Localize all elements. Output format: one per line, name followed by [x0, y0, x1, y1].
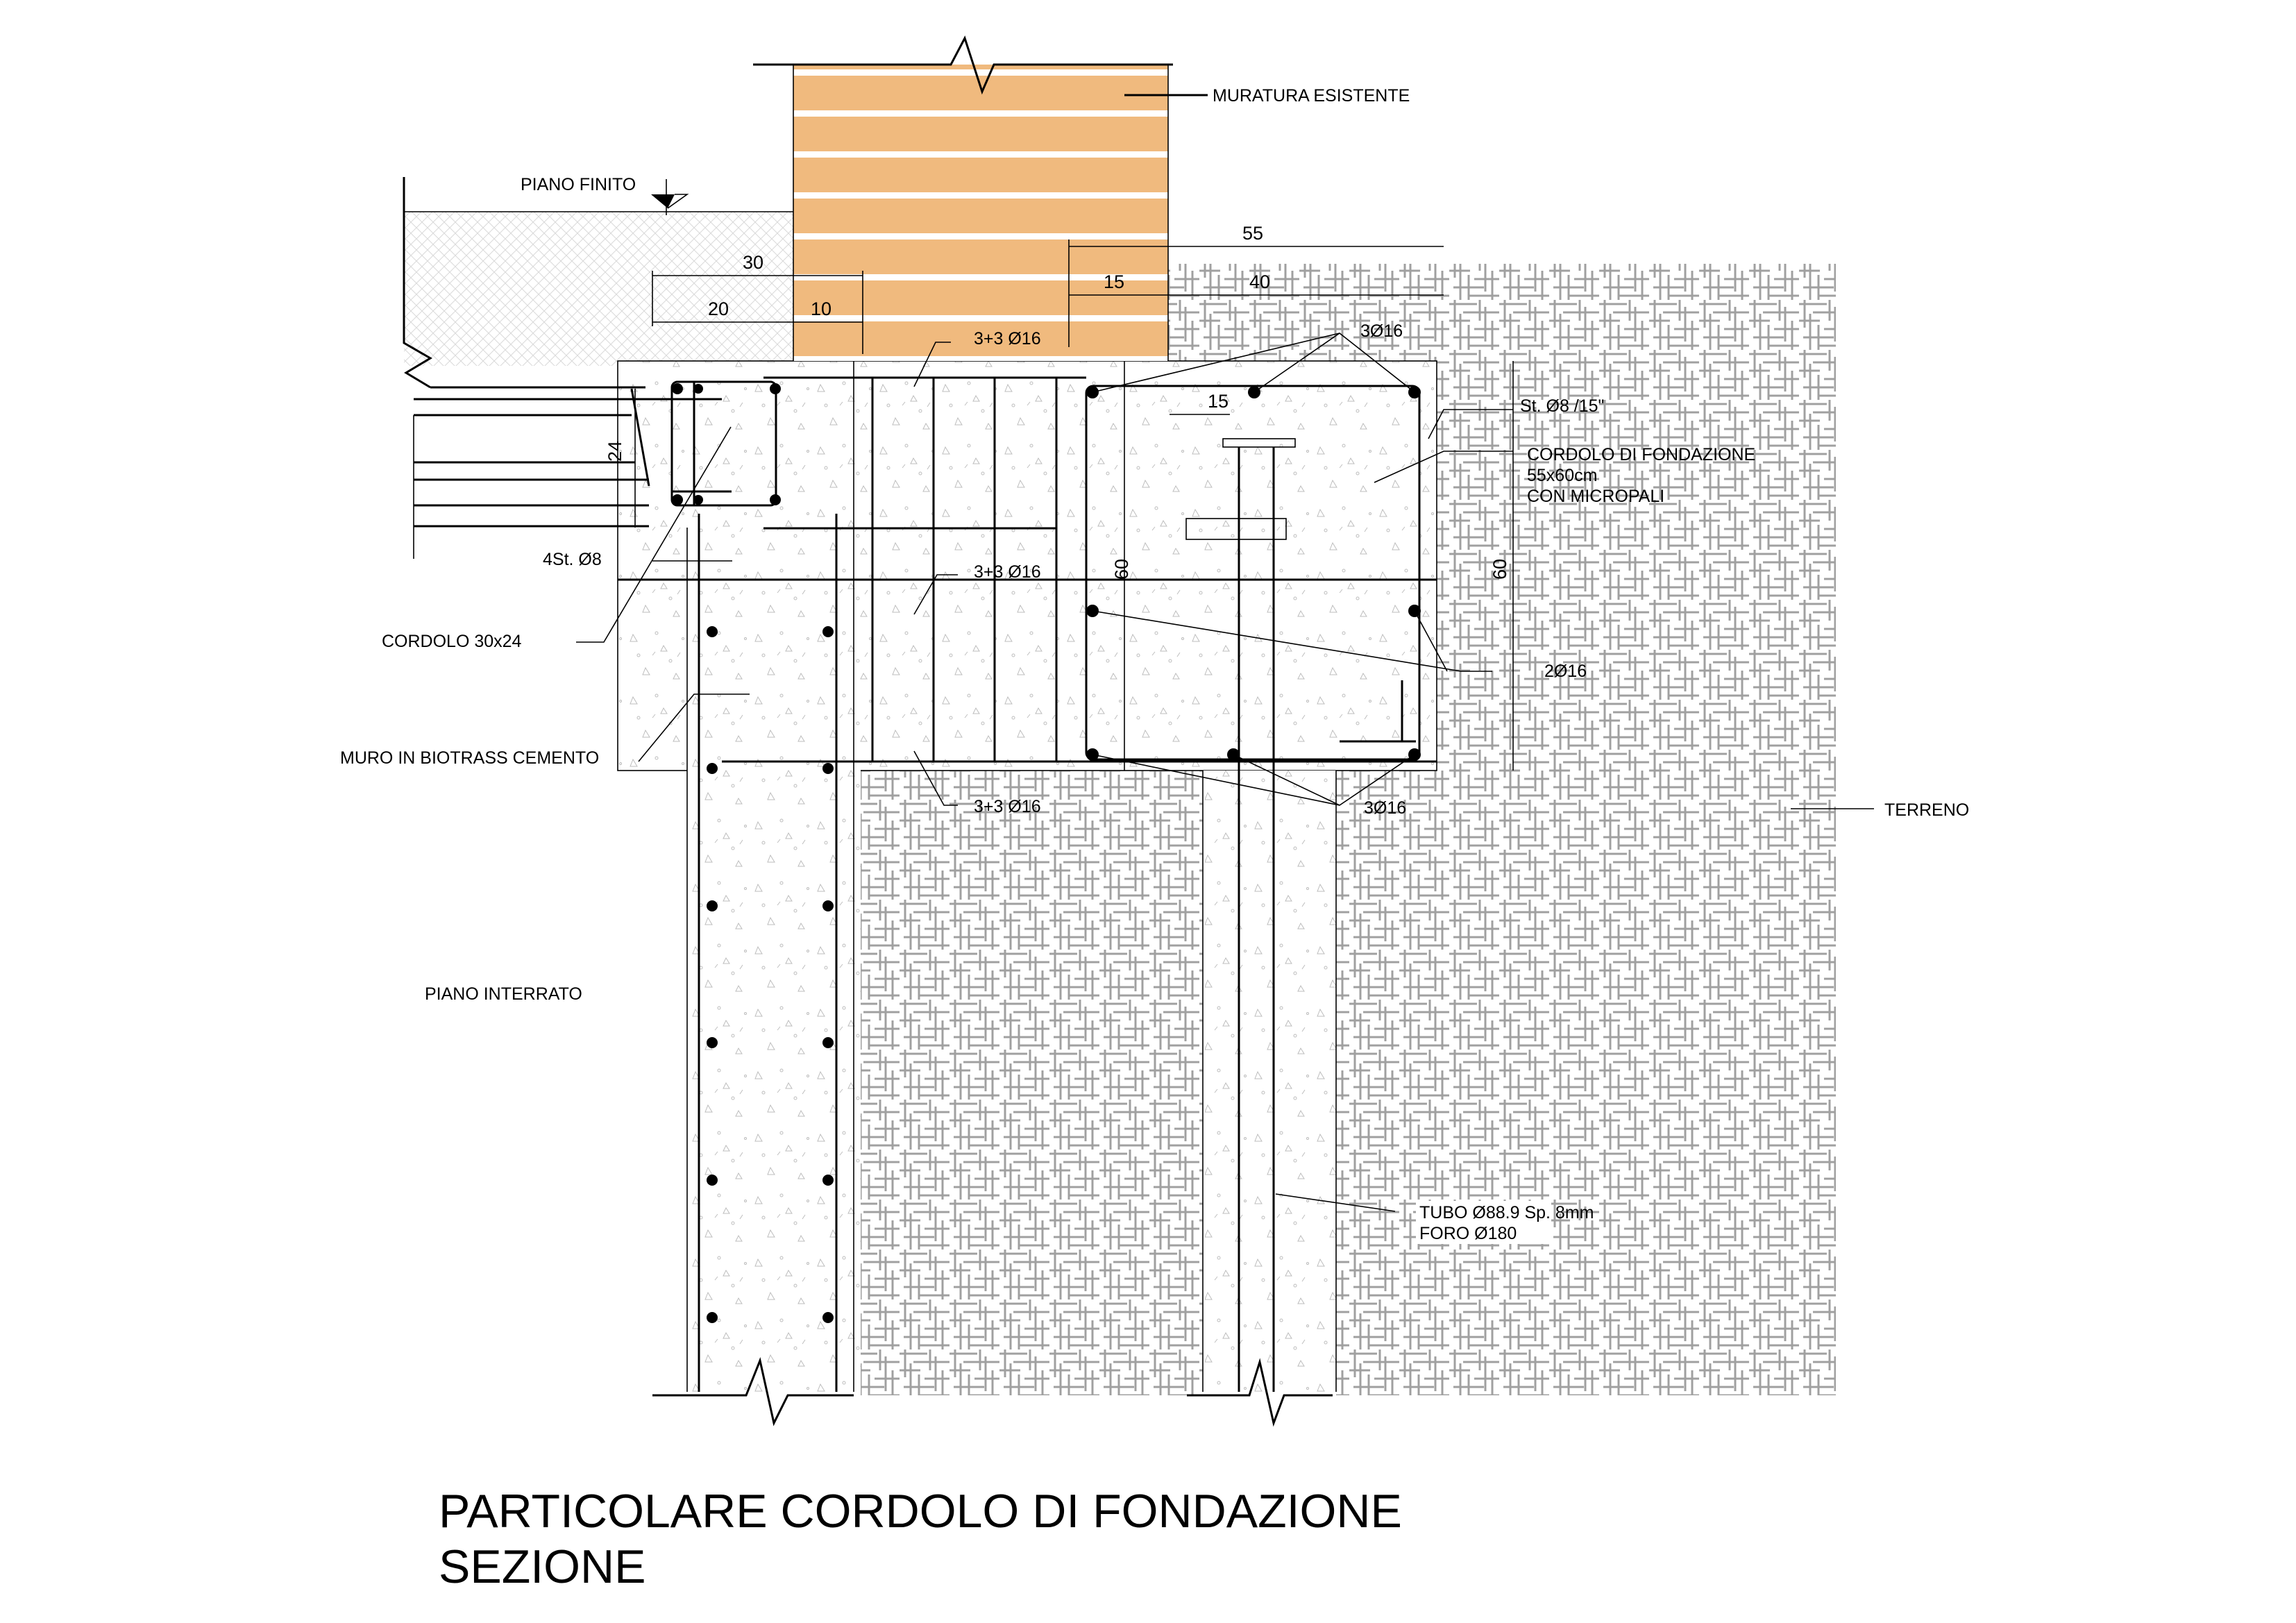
dim-60-inner: 60 [1111, 559, 1132, 580]
label-cordolo-fondazione-3: CON MICROPALI [1527, 487, 1664, 506]
break-line-pile [1187, 1358, 1333, 1427]
label-stirrup: St. Ø8 /15" [1520, 396, 1604, 416]
dimension-lines [634, 239, 1514, 771]
dim-40: 40 [1249, 271, 1270, 292]
vertical-rebars [618, 376, 1437, 763]
drawing-title-line2: SEZIONE [439, 1540, 646, 1593]
drawing-title-line1: PARTICOLARE CORDOLO DI FONDAZIONE [439, 1485, 1402, 1538]
slab-lines [413, 386, 722, 559]
label-muratura: MURATURA ESISTENTE [1213, 86, 1410, 106]
small-cordolo-stirrup [670, 380, 777, 507]
label-cordolo-small: CORDOLO 30x24 [382, 632, 522, 651]
label-terreno: TERRENO [1884, 800, 1969, 820]
terrain-hatch-lower-left [854, 771, 1203, 1395]
micropile [1185, 438, 1337, 1395]
break-line-wall [652, 1356, 854, 1427]
label-rebar-mid: 3+3 Ø16 [974, 562, 1041, 582]
label-cordolo-fondazione-2: 55x60cm [1527, 466, 1597, 485]
label-muro: MURO IN BIOTRASS CEMENTO [340, 748, 599, 768]
dim-24: 24 [605, 441, 625, 462]
label-rebar-top-mid: 3+3 Ø16 [974, 329, 1041, 348]
dim-20: 20 [708, 298, 729, 319]
dim-15-inner: 15 [1208, 391, 1229, 412]
dim-30: 30 [743, 252, 763, 273]
label-stirrups-small: 4St. Ø8 [543, 550, 602, 569]
label-piano-interrato: PIANO INTERRATO [425, 984, 582, 1004]
label-rebar-top-right: 3Ø16 [1360, 321, 1403, 341]
dim-55: 55 [1242, 223, 1263, 244]
label-rebar-bottom-right: 3Ø16 [1364, 798, 1406, 818]
dim-60-outer: 60 [1489, 559, 1510, 580]
label-rebar-bottom-mid: 3+3 Ø16 [974, 797, 1041, 816]
existing-masonry [753, 35, 1173, 361]
main-cordolo-stirrup [1085, 385, 1421, 761]
leader-lines [576, 94, 1874, 1212]
wall-bars [707, 626, 834, 1323]
dim-10: 10 [811, 298, 832, 319]
label-tubo-1: TUBO Ø88.9 Sp. 8mm [1419, 1203, 1594, 1222]
label-rebar-side: 2Ø16 [1544, 662, 1587, 681]
dim-15-top: 15 [1104, 271, 1124, 292]
floor-fill [404, 212, 793, 366]
label-cordolo-fondazione-1: CORDOLO DI FONDAZIONE [1527, 445, 1755, 464]
terrain-hatch-lower-right [1336, 771, 1836, 1395]
biotrass-wall [687, 528, 861, 1395]
label-tubo-2: FORO Ø180 [1419, 1224, 1517, 1243]
label-piano-finito: PIANO FINITO [521, 175, 636, 194]
level-marker-icon [651, 179, 689, 215]
